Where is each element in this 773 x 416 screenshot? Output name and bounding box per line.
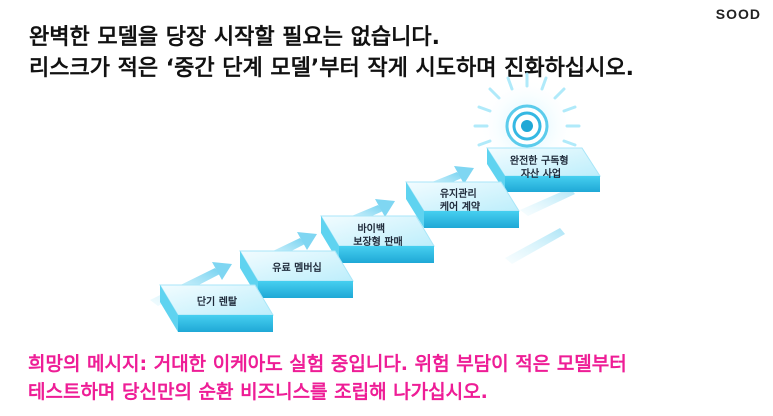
hope-message-line-2: 테스트하며 당신만의 순환 비즈니스를 조립해 나가십시오.: [28, 381, 488, 403]
arrow-6: [520, 188, 575, 216]
step-1-label: 단기 렌탈: [197, 295, 238, 308]
step-4-label-line-1: 유지관리: [440, 187, 477, 200]
step-3-label-line-1: 바이백: [357, 222, 385, 235]
step-3-label: 바이백 보장형 판매: [353, 222, 402, 248]
hope-message: 희망의 메시지: 거대한 이케아도 실험 중입니다. 위험 부담이 적은 모델부…: [28, 350, 768, 406]
step-2-label: 유료 멤버십: [272, 261, 321, 274]
step-5-label: 완전한 구독형 자산 사업: [510, 154, 572, 180]
step-5-label-line-1: 완전한 구독형: [510, 154, 569, 167]
step-5-label-line-2: 자산 사업: [521, 167, 561, 180]
step-1-label-line-1: 단기 렌탈: [197, 295, 238, 308]
step-3-label-line-2: 보장형 판매: [353, 235, 402, 248]
arrow-5: [505, 228, 565, 264]
brand-logo: SOOD: [715, 6, 761, 22]
headline-line-2: 리스크가 적은 ‘중간 단계 모델’부터 작게 시도하며 진화하십시오.: [29, 56, 634, 81]
step-2-label-line-1: 유료 멤버십: [272, 261, 321, 274]
step-4-label: 유지관리 케어 계약: [440, 187, 481, 213]
headline: 완벽한 모델을 당장 시작할 필요는 없습니다. 리스크가 적은 ‘중간 단계 …: [29, 22, 749, 84]
step-4: 유지관리 케어 계약: [405, 181, 520, 228]
step-3: 바이백 보장형 판매: [320, 215, 435, 263]
step-1: 단기 렌탈: [159, 284, 274, 332]
step-4-label-line-2: 케어 계약: [440, 200, 481, 213]
headline-line-1: 완벽한 모델을 당장 시작할 필요는 없습니다.: [29, 25, 440, 50]
hope-message-line-1: 희망의 메시지: 거대한 이케아도 실험 중입니다. 위험 부담이 적은 모델부…: [28, 353, 627, 375]
step-5: 완전한 구독형 자산 사업: [486, 147, 601, 192]
